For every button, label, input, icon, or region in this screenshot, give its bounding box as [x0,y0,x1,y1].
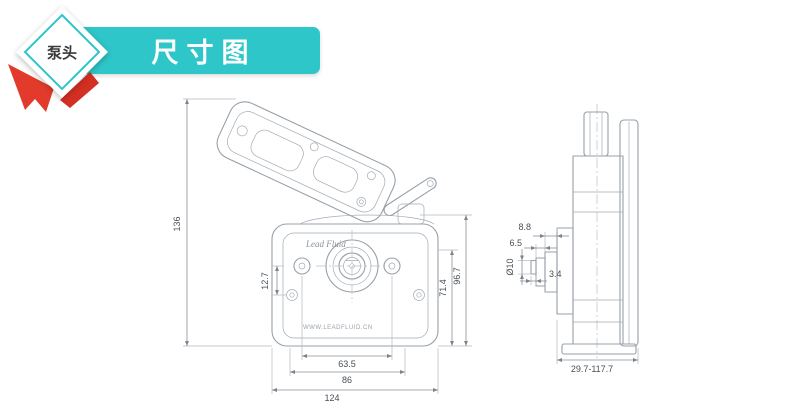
svg-text:96.7: 96.7 [452,267,462,285]
screw-right [383,257,401,275]
latch-lever [383,177,437,217]
svg-text:86: 86 [342,375,352,385]
body-top-contour [299,214,435,225]
shaft-step2 [535,257,546,287]
brand-text: Lead Fluid [305,239,346,249]
dim-hole-offset: 12.7 [260,265,286,296]
base [561,343,637,355]
dim-step2: 6.5 [509,238,557,258]
banner-title: 尺寸图 [151,38,257,68]
cover-open [216,101,396,223]
body-face-panel [282,232,429,339]
dim-inner-height: 71.4 [438,249,458,346]
shaft-tip [530,259,537,275]
cover-slot-left [250,129,304,172]
svg-text:12.7: 12.7 [260,272,270,290]
top-tab [583,111,609,157]
dim-adjust-range: 29.7-117.7 [556,320,639,374]
screw-left [293,257,311,275]
cover-slot-right [313,156,359,193]
dim-tip-length: 3.4 [520,269,562,285]
back-plate [619,119,639,347]
svg-text:29.7-117.7: 29.7-117.7 [571,364,613,374]
svg-text:63.5: 63.5 [338,359,356,369]
diamond [16,6,108,98]
dim-step1: 8.8 [518,222,569,252]
dim-outer-height: 96.7 [420,214,472,347]
dim-mid-width: 86 [289,348,406,385]
website-text: WWW.LEADFLUID.CN [303,325,373,331]
side-body [572,155,624,345]
category-badge: 泵头 [8,6,108,112]
svg-text:6.5: 6.5 [509,238,522,248]
pump-body-outline [271,223,439,347]
svg-text:Ø10: Ø10 [505,258,515,275]
svg-text:71.4: 71.4 [438,279,448,297]
svg-text:124: 124 [324,393,339,403]
dim-total-width: 124 [271,348,439,403]
latch-block [397,203,425,225]
svg-text:8.8: 8.8 [518,222,531,232]
svg-text:136: 136 [172,216,182,231]
dim-screw-spacing: 63.5 [301,276,393,369]
svg-text:3.4: 3.4 [549,269,562,279]
front-view: Lead Fluid WWW.LEADFLUID.CN [216,101,439,347]
badge-label: 泵头 [47,45,77,62]
hole-bottom-left [286,289,298,301]
hole-bottom-right [413,289,425,301]
dim-total-height: 136 [172,98,272,347]
title-banner: 尺寸图 [42,27,320,74]
dim-shaft-diameter: Ø10 [505,249,531,285]
side-view [530,104,639,358]
ribbon [8,64,99,112]
